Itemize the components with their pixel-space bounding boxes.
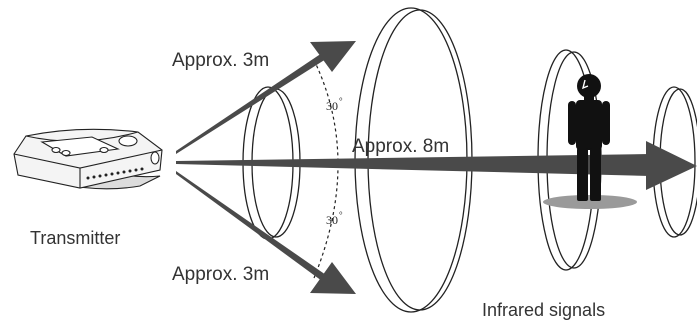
upper-beam-arrow [176, 53, 326, 154]
upper-degree-mark: ° [339, 96, 343, 106]
transmitter-label: Transmitter [30, 228, 120, 248]
beam-arrows [176, 41, 697, 294]
person-icon [543, 74, 637, 209]
range-label-lower: Approx. 3m [172, 264, 269, 285]
range-label-center: Approx. 8m [352, 136, 449, 157]
lower-angle-label: 30 [326, 213, 338, 227]
lower-degree-mark: ° [339, 210, 343, 220]
infrared-signals-label: Infrared signals [482, 300, 605, 320]
upper-angle-value: 30 ° [326, 96, 343, 113]
upper-angle-label: 30 [326, 99, 338, 113]
center-beam-arrow [176, 154, 650, 176]
person-shadow [543, 195, 637, 209]
upper-beam-arrowhead [310, 41, 356, 72]
transmitter-device-icon [13, 128, 163, 190]
lower-angle-value: 30 ° [326, 210, 343, 227]
lower-beam-arrowhead [310, 262, 356, 294]
lower-beam-arrow [176, 171, 326, 281]
angle-arc [313, 59, 339, 279]
range-label-upper: Approx. 3m [172, 50, 269, 71]
center-beam-arrowhead [646, 141, 697, 190]
